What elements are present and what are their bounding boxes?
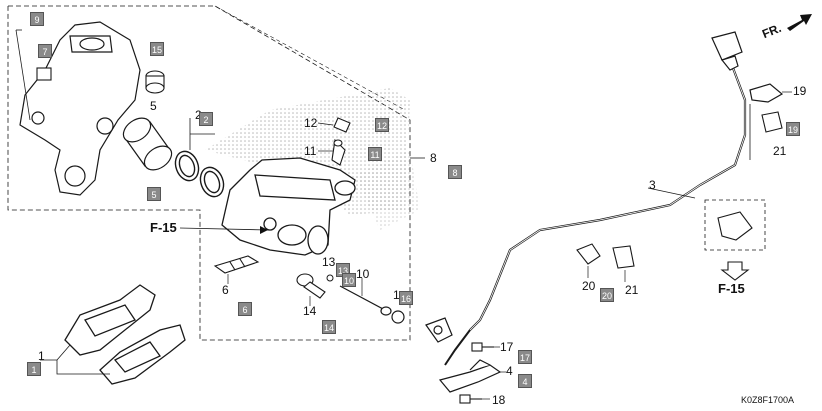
wire-clamp-19 [749,83,784,103]
brake-pads-1 [64,284,186,385]
sensor-bracket-4 [438,359,502,393]
callout-1: 1 [38,349,45,363]
callout-19: 19 [793,84,807,98]
callout-18: 18 [492,393,506,407]
ref-box-4: 4 [518,374,532,388]
diagram-code: K0Z8F1700A [741,395,795,405]
ref-box-6: 6 [238,302,252,316]
callout-13: 13 [322,255,336,269]
page-ref-right[interactable]: F-15 [718,281,745,296]
bolt-18 [459,394,482,404]
pad-pin-10 [339,285,392,316]
ref-box-12: 12 [375,118,389,132]
boot-15 [145,70,165,94]
leader-arrow-left [260,226,268,234]
down-arrow-icon [720,261,750,281]
callout-12: 12 [304,116,318,130]
ref-box-19: 19 [786,122,800,136]
callout-21-lower: 21 [625,283,639,297]
callout-14: 14 [303,304,317,318]
callout-21-upper: 21 [773,144,787,158]
callout-2: 2 [195,109,202,122]
ref-box-7: 7 [38,44,52,58]
retainer-13 [326,274,334,282]
callout-4: 4 [506,364,513,378]
boot-7 [36,67,52,81]
piston-5 [122,117,173,171]
ref-box-16: 16 [399,291,413,305]
bleeder-screw-11 [331,138,346,166]
callout-20: 20 [582,279,596,293]
page-ref-left[interactable]: F-15 [150,220,177,235]
bleeder-cap-12 [333,117,351,133]
ref-box-1: 1 [27,362,41,376]
caliper-pin-14 [296,273,326,299]
wheel-speed-sensor [425,317,453,343]
sensor-connector [711,31,743,71]
ref-box-5: 5 [147,187,161,201]
piston-seals-2 [174,150,225,198]
detail-inset [704,199,766,251]
caliper-bracket-group-outline [7,5,411,341]
ref-box-9: 9 [30,12,44,26]
callout-8: 8 [430,151,437,165]
wire-clip-21a [761,111,783,133]
wire-clamp-20 [576,243,601,265]
ref-box-15: 15 [150,42,164,56]
callout-16: 1 [393,288,400,302]
ref-box-8: 8 [448,165,462,179]
callout-3: 3 [649,178,656,192]
bolt-17 [471,342,494,352]
wire-clip-21b [612,245,635,269]
callout-6: 6 [222,283,229,297]
callout-5: 5 [150,99,157,113]
caliper-body [221,157,356,256]
callout-17: 17 [500,340,514,354]
ref-box-10: 10 [342,273,356,287]
ref-box-14: 14 [322,320,336,334]
callout-11: 11 [304,144,317,158]
callout-10: 10 [356,267,370,281]
pin-plug-16 [391,310,405,324]
ref-box-11: 11 [368,147,382,161]
pad-spring-6 [213,255,260,274]
caliper-bracket [19,21,141,196]
ref-box-20: 20 [600,288,614,302]
ref-box-17: 17 [518,350,532,364]
ref-box-2: 2 [199,112,213,126]
front-direction-arrow-icon [787,14,812,31]
